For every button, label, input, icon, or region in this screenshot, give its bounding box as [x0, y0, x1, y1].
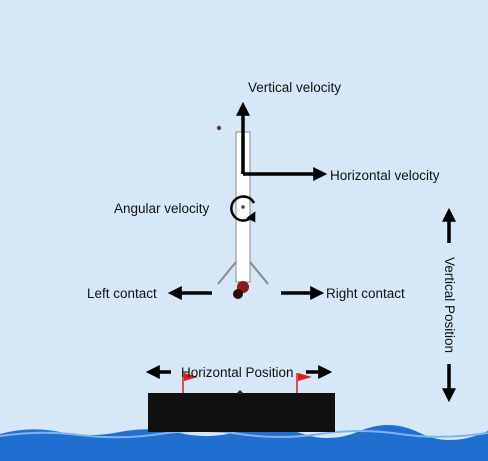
left-flag [182, 373, 198, 393]
rocket-center-dot [241, 205, 245, 209]
rocket-engine-nozzle [233, 289, 243, 299]
angular-velocity-label: Angular velocity [114, 201, 210, 216]
rocket [217, 131, 269, 299]
vertical-position-label: Vertical Position [442, 256, 457, 354]
horizontal-velocity-label: Horizontal velocity [330, 168, 440, 183]
horizontal-position-label: Horizontal Position [181, 365, 294, 380]
rocket-left-leg [217, 261, 237, 285]
angular-velocity-arrow [230, 195, 256, 223]
rocket-right-leg [249, 261, 269, 285]
barge [148, 393, 335, 432]
barge-center-marker [236, 390, 244, 394]
sea-foam [0, 430, 488, 439]
vertical-velocity-label: Vertical velocity [248, 80, 342, 95]
left-contact-label: Left contact [87, 286, 157, 301]
debris-particle [216, 125, 222, 131]
right-flag [296, 373, 312, 393]
right-contact-label: Right contact [326, 286, 405, 301]
sea [0, 424, 488, 461]
